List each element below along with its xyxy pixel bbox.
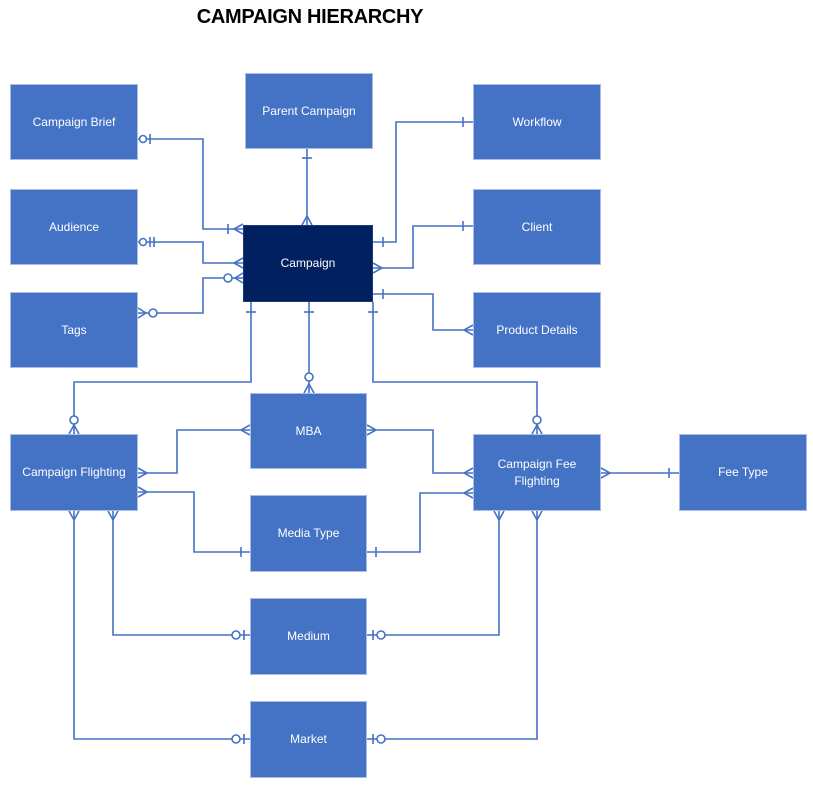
connector-mediatype-feeflighting bbox=[367, 487, 474, 557]
entity-label: Campaign bbox=[280, 256, 336, 270]
connector-medium-feeflighting bbox=[367, 510, 505, 640]
connector-mba-flighting bbox=[137, 424, 251, 479]
entity-label: Fee Type bbox=[718, 465, 768, 479]
connector-parent-campaign bbox=[301, 149, 313, 226]
connector-product-campaign bbox=[373, 289, 474, 336]
connector-audience-campaign bbox=[138, 237, 244, 269]
connector-feetype-feeflighting bbox=[600, 467, 679, 479]
entity-label: Client bbox=[521, 219, 553, 234]
entity-campaign-flighting[interactable]: Campaign Flighting bbox=[10, 434, 138, 511]
connector-medium-flighting bbox=[107, 510, 250, 640]
connector-campaign-mba bbox=[303, 302, 315, 394]
connector-market-flighting bbox=[68, 510, 250, 744]
entity-label: Parent Campaign bbox=[262, 103, 356, 118]
entity-client[interactable]: Client bbox=[473, 189, 601, 265]
entity-audience[interactable]: Audience bbox=[10, 189, 138, 265]
entity-market[interactable]: Market bbox=[250, 701, 367, 778]
entity-label: Campaign Flighting bbox=[22, 465, 126, 479]
connector-client-campaign bbox=[372, 221, 473, 274]
entity-parent-campaign[interactable]: Parent Campaign bbox=[245, 73, 373, 149]
connector-tags-campaign bbox=[137, 272, 244, 319]
entity-label: Campaign Fee Flighting bbox=[497, 456, 577, 488]
connector-campaign-flighting bbox=[68, 302, 256, 435]
diagram-title: CAMPAIGN HIERARCHY bbox=[196, 6, 424, 28]
connector-mediatype-flighting bbox=[137, 486, 250, 557]
connector-campaign-feeflighting bbox=[368, 302, 543, 435]
connector-brief-campaign bbox=[138, 134, 244, 235]
entity-fee-type[interactable]: Fee Type bbox=[679, 434, 807, 511]
entity-label: Product Details bbox=[496, 322, 578, 337]
entity-label: Medium bbox=[287, 629, 330, 643]
entity-label: Audience bbox=[48, 219, 100, 234]
entity-workflow[interactable]: Workflow bbox=[473, 84, 601, 160]
entity-label: Campaign Brief bbox=[32, 114, 116, 129]
entity-media-type[interactable]: Media Type bbox=[250, 495, 367, 572]
entity-label: Market bbox=[290, 732, 327, 746]
entity-label: MBA bbox=[295, 423, 322, 438]
entity-label: Workflow bbox=[512, 114, 562, 129]
connector-workflow-campaign bbox=[373, 117, 473, 247]
entity-label: Media Type bbox=[277, 526, 340, 540]
entity-campaign-brief[interactable]: Campaign Brief bbox=[10, 84, 138, 160]
connector-market-feeflighting bbox=[367, 510, 543, 744]
connector-mba-feeflighting bbox=[366, 424, 474, 479]
entity-product-details[interactable]: Product Details bbox=[473, 292, 601, 368]
entity-tags[interactable]: Tags bbox=[10, 292, 138, 368]
entity-label: Tags bbox=[61, 322, 87, 337]
entity-campaign-fee-flighting[interactable]: Campaign Fee Flighting bbox=[473, 434, 601, 511]
entity-campaign[interactable]: Campaign bbox=[243, 225, 373, 302]
entity-medium[interactable]: Medium bbox=[250, 598, 367, 675]
entity-mba[interactable]: MBA bbox=[250, 393, 367, 469]
